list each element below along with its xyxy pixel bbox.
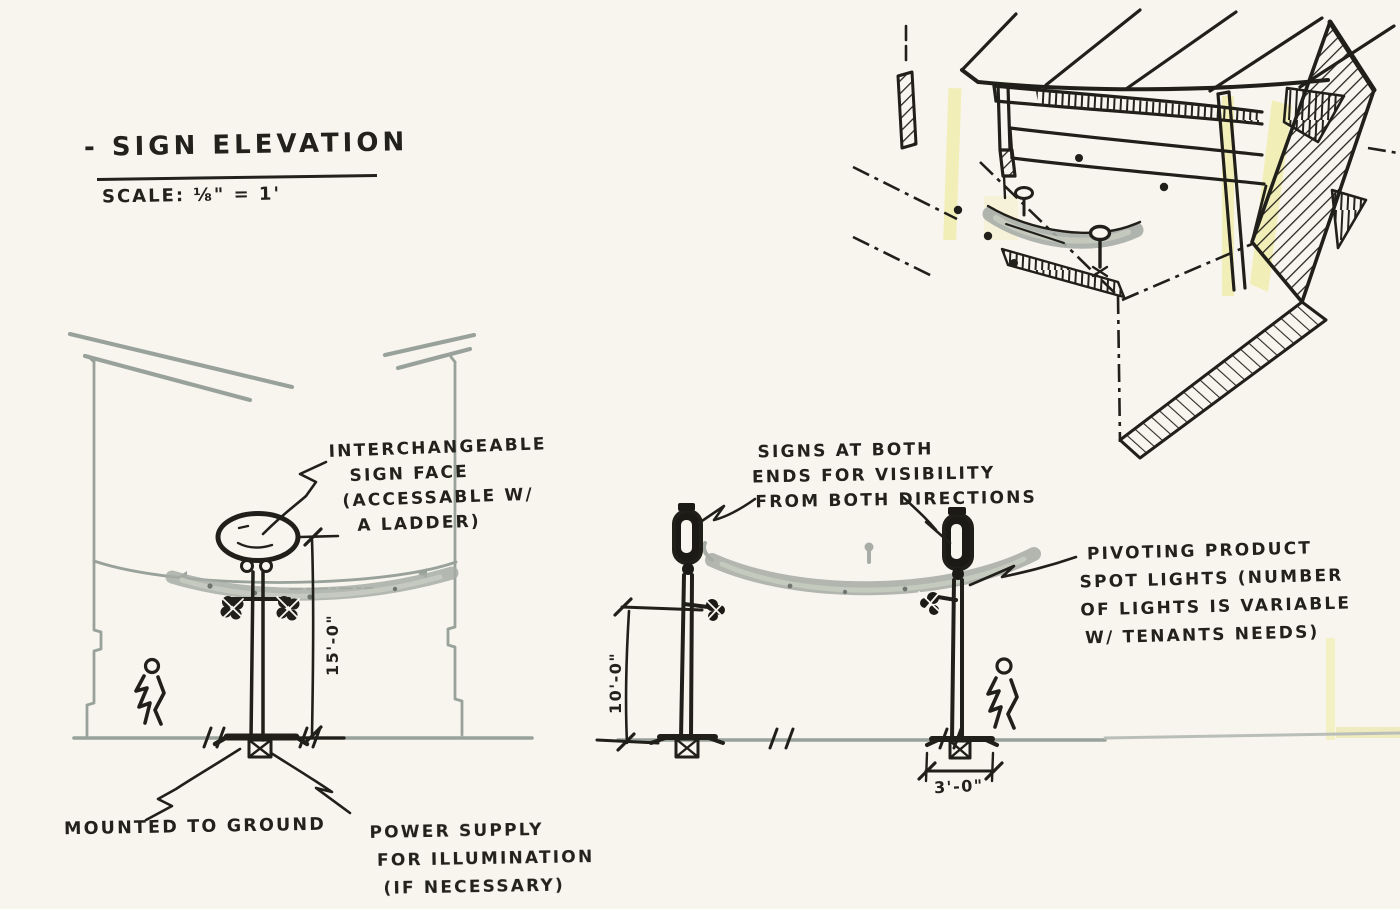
human-figure-right [986,657,1019,730]
page-title: - SIGN ELEVATION [83,127,409,163]
left-elevation-building [67,331,534,740]
dimension-label-10ft: 10'-0" [606,651,625,714]
human-figure-left [134,657,166,726]
dimension-label-15ft: 15'-0" [323,613,342,676]
sign-face-oval [215,511,301,563]
interior-column [1216,90,1247,292]
sign-band-perspective [982,204,1144,249]
dimension-10ft [595,597,704,752]
dimension-15ft [292,527,346,745]
pole-base [212,733,310,759]
perspective-sketch [852,8,1399,460]
right-elevation [595,495,1400,783]
annotation-mounted-to-ground: MOUNTED TO GROUND [63,814,327,840]
scale-label: SCALE: ⅛" = 1' [101,183,282,208]
lower-beam [1008,126,1266,186]
crosswalk-strip [1000,247,1126,299]
awning-band [701,541,1041,596]
annotation-line: (IF NECESSARY) [383,875,566,899]
pole-right [918,507,999,760]
pole-left [649,503,727,759]
annotation-sign-face: INTERCHANGEABLE SIGN FACE (ACCESSABLE W/… [328,432,549,540]
annotation-signs-both-ends: SIGNS AT BOTH ENDS FOR VISIBILITY FROM B… [751,436,1037,516]
dimension-label-3ft: 3'-0" [933,775,985,798]
leader-lines-right [697,495,1078,587]
dimension-3ft [917,751,1004,783]
left-elevation-sign-pole [202,511,322,759]
right-fin-wall [1250,19,1377,304]
annotation-spot-lights: PIVOTING PRODUCT SPOT LIGHTS (NUMBER OF … [1079,533,1353,652]
spotlight-left [220,596,244,620]
spotlight-pole-left [704,598,727,621]
spotlight-right [276,596,300,621]
annotation-line: FROM BOTH DIRECTIONS [755,487,1038,513]
leader-lines-left [144,460,352,822]
annotation-line: FOR ILLUMINATION [376,847,595,871]
annotation-power-supply: POWER SUPPLY FOR ILLUMINATION (IF NECESS… [369,815,595,903]
spotlight-pole-right [918,591,942,615]
left-elevation-marker-band [165,566,459,601]
annotation-line: POWER SUPPLY [369,819,544,843]
detached-post [896,20,918,150]
base-rail [1118,300,1328,460]
